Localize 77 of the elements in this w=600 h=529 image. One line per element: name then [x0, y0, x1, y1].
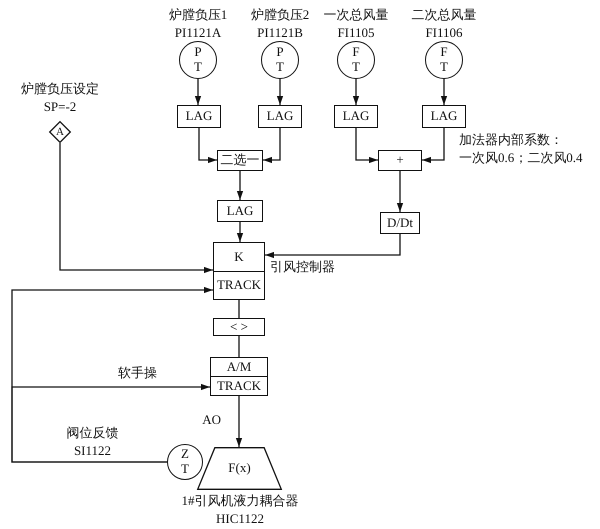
- function-block: [217, 150, 263, 171]
- connector-line: [238, 336, 240, 357]
- block-label: LAG: [266, 109, 294, 124]
- arrow: [194, 79, 202, 105]
- block-label: T: [194, 60, 202, 75]
- block-label: F: [352, 45, 360, 60]
- node-label: 1#引风机液力耦合器: [180, 492, 300, 510]
- instrument-circle: [167, 444, 203, 480]
- block-label: A: [56, 126, 64, 138]
- arrow: [236, 171, 244, 200]
- function-block: [177, 105, 221, 128]
- arrow: [352, 79, 360, 105]
- node-label: FI1105: [336, 24, 376, 42]
- node-label: PI1121B: [256, 24, 304, 42]
- arrow: [236, 222, 244, 242]
- arrow: [59, 143, 213, 274]
- block-label: < >: [230, 320, 248, 334]
- block-label: TRACK: [214, 270, 264, 299]
- block-label: D/Dt: [387, 216, 413, 230]
- block-label: F(x): [228, 461, 251, 476]
- block-label: T: [440, 60, 448, 75]
- block-label: Z: [181, 447, 189, 462]
- node-label: 炉膛负压1: [168, 6, 228, 24]
- controller-block: [213, 242, 265, 300]
- arrow: [396, 171, 404, 212]
- block-label: F: [440, 45, 448, 60]
- arrow: [11, 286, 213, 463]
- function-block: [258, 105, 302, 128]
- instrument-circle: [261, 41, 299, 79]
- function-block: [334, 105, 378, 128]
- block-label: +: [396, 153, 404, 168]
- block-label: 二选一: [220, 153, 260, 168]
- arrow: [265, 234, 401, 258]
- block-label: T: [352, 60, 360, 75]
- connector-line: [238, 300, 240, 318]
- node-label: 一次总风量: [322, 6, 390, 24]
- arrow: [276, 79, 284, 105]
- edge-label: 软手操: [117, 364, 158, 382]
- node-label: 炉膛负压设定: [20, 80, 100, 98]
- node-label: FI1106: [424, 24, 464, 42]
- instrument-circle: [179, 41, 217, 79]
- controller-block: [210, 357, 268, 396]
- node-label: 阀位反馈: [66, 424, 120, 442]
- block-label: K: [233, 248, 245, 266]
- instrument-circle: [425, 41, 463, 79]
- block-label: A/M: [226, 358, 252, 376]
- function-block: [378, 150, 422, 171]
- node-label: PI1121A: [174, 24, 222, 42]
- block-label: LAG: [342, 109, 370, 124]
- arrow: [263, 128, 281, 164]
- node-label: SI1122: [72, 442, 112, 460]
- setpoint-diamond: [49, 121, 71, 143]
- instrument-circle: [337, 41, 375, 79]
- arrow: [198, 128, 217, 164]
- arrow: [440, 79, 448, 105]
- block-label: LAG: [186, 109, 212, 124]
- block-label: LAG: [226, 204, 254, 218]
- block-label: P: [276, 45, 284, 60]
- arrow: [422, 128, 445, 164]
- note-text: 一次风0.6；二次风0.4: [458, 149, 584, 167]
- arrow: [355, 128, 378, 164]
- block-label: TRACK: [211, 376, 267, 395]
- function-block: [213, 318, 265, 336]
- node-label: 引风控制器: [270, 258, 336, 276]
- coupler-trapezoid: [197, 447, 282, 490]
- block-label: LAG: [430, 109, 458, 124]
- arrow: [236, 396, 242, 447]
- block-label: T: [181, 462, 189, 477]
- node-label: 二次总风量: [410, 6, 478, 24]
- node-label: 炉膛负压2: [250, 6, 310, 24]
- node-label: HIC1122: [215, 510, 265, 528]
- function-block: [380, 212, 420, 234]
- node-label: SP=-2: [42, 98, 78, 116]
- block-label: P: [194, 45, 202, 60]
- block-label: T: [276, 60, 284, 75]
- function-block: [217, 200, 263, 222]
- function-block: [422, 105, 466, 128]
